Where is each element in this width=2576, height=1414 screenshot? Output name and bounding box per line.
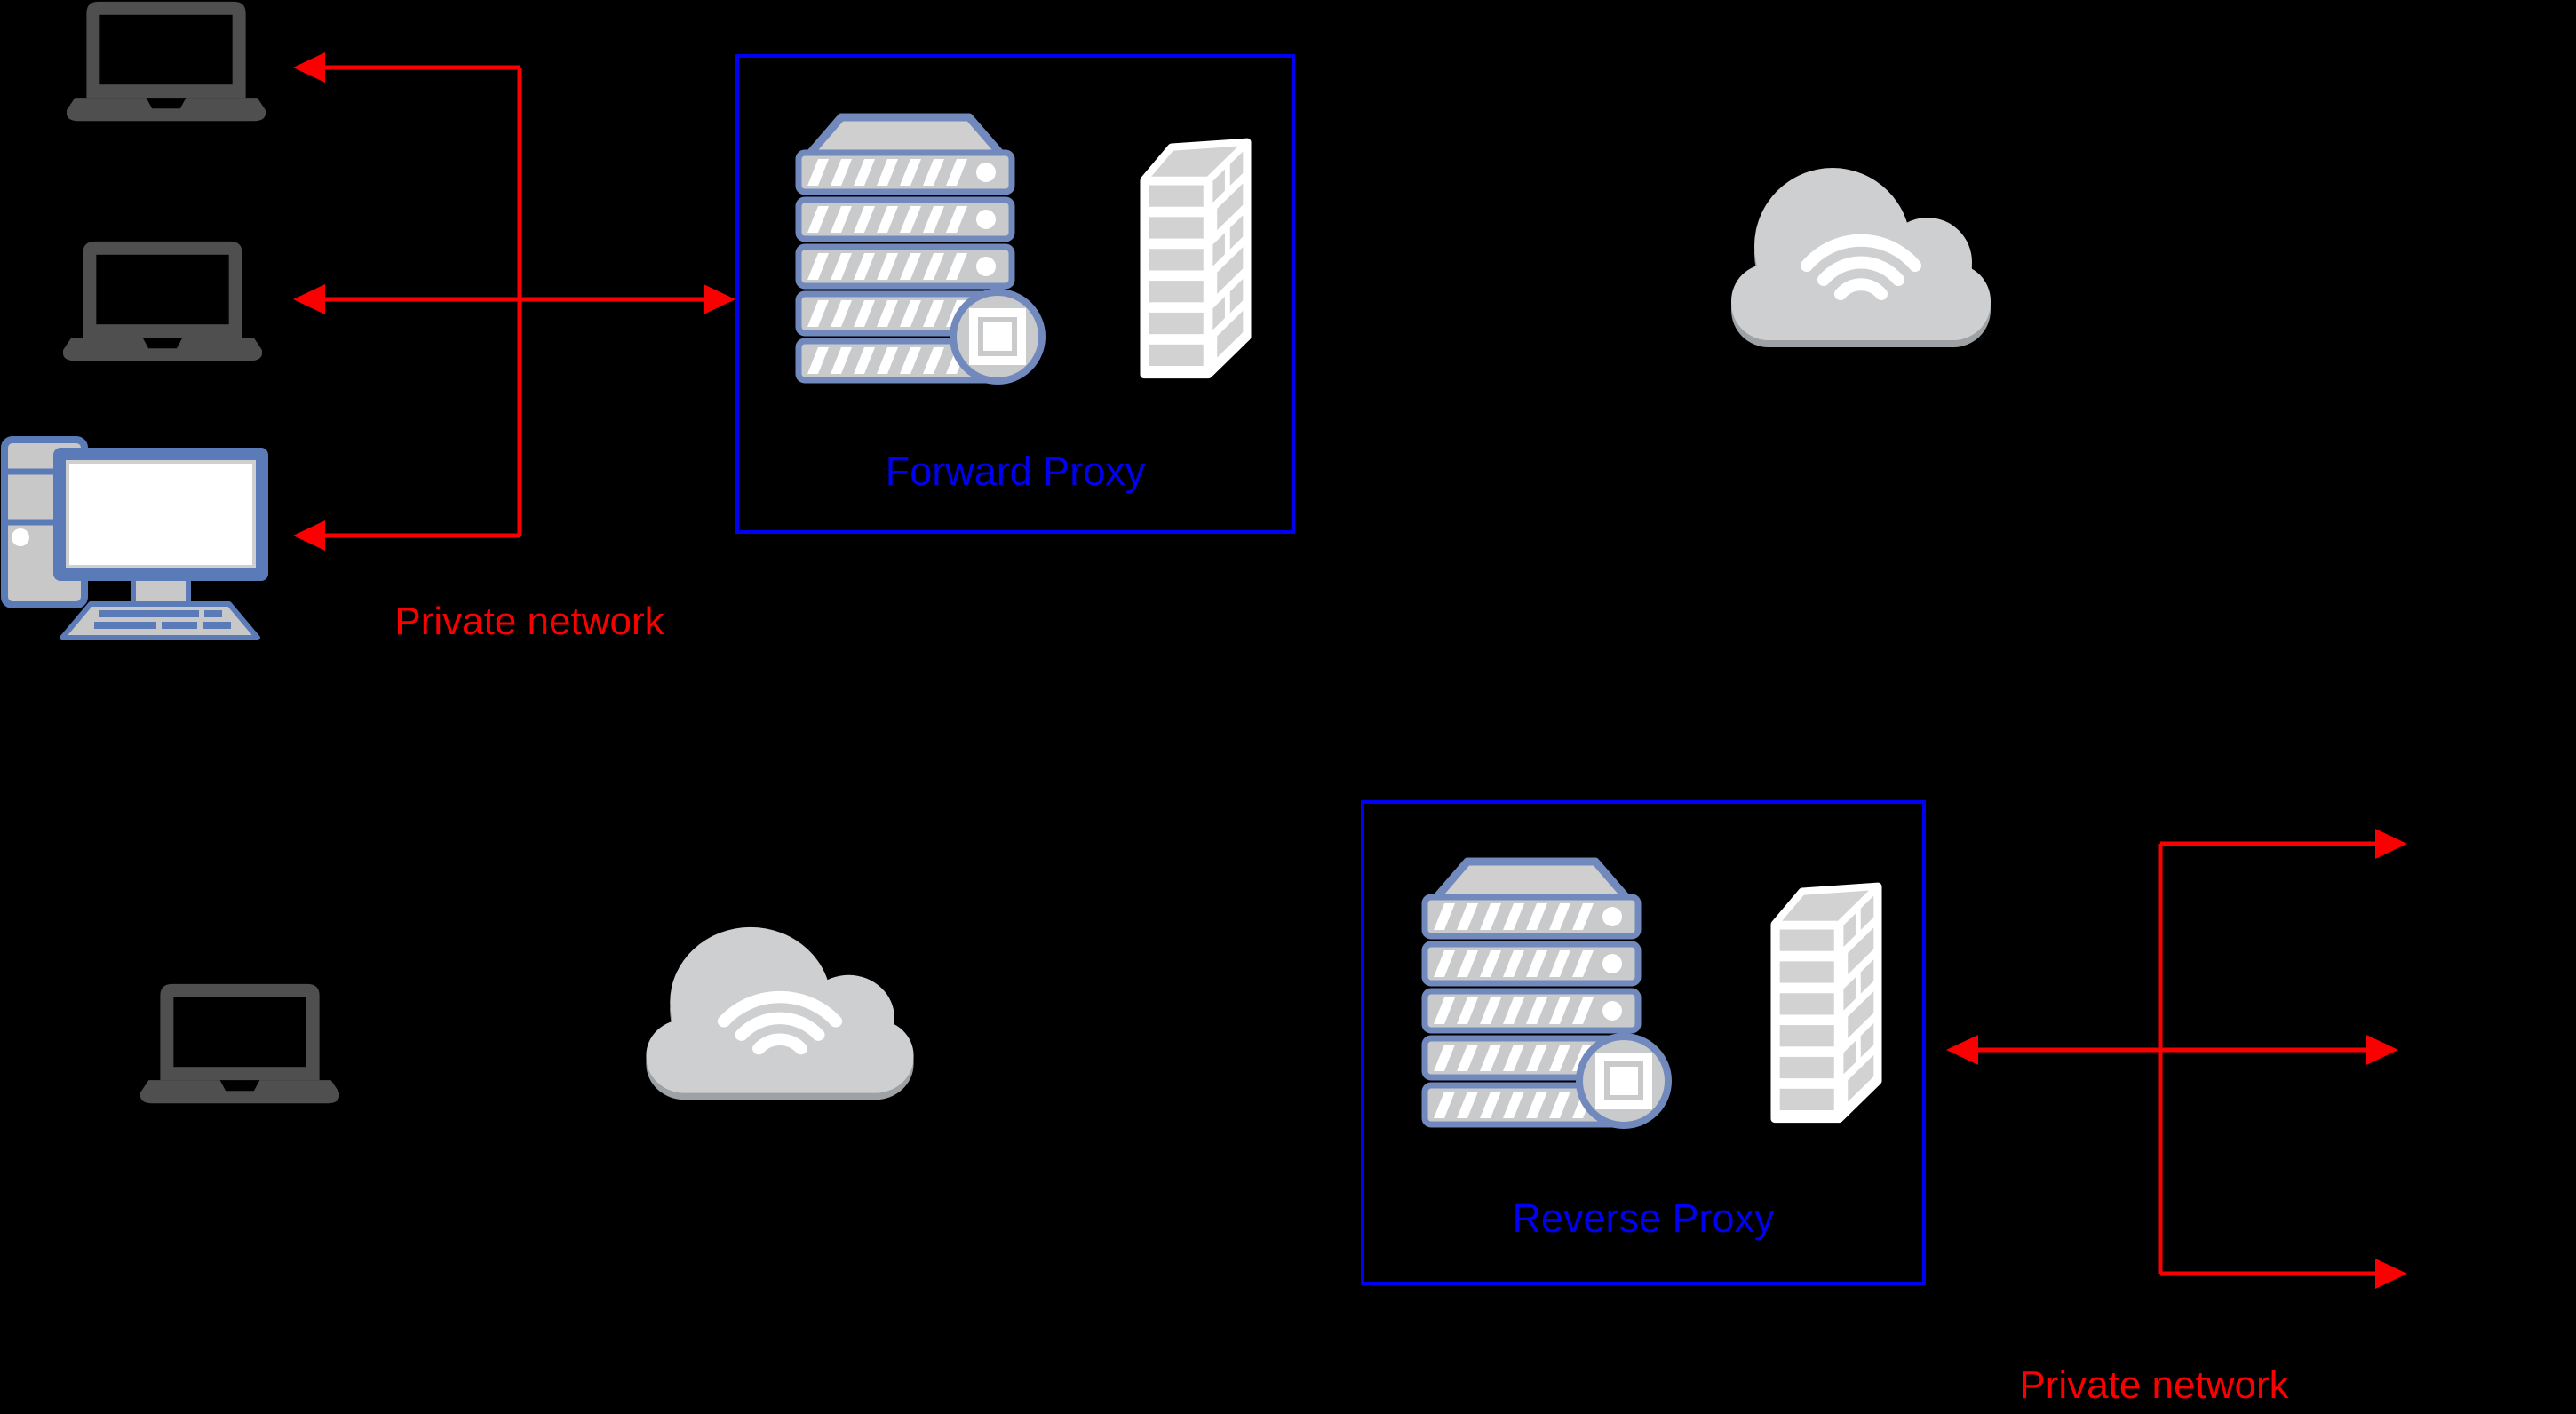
cloud-icon <box>1719 164 2003 355</box>
forward-proxy-box <box>735 54 1295 534</box>
firewall-icon <box>1140 130 1252 380</box>
forward-proxy-label: Forward Proxy <box>885 449 1146 494</box>
private-network-label-bottom: Private network <box>2019 1363 2289 1407</box>
reverse-proxy-label: Reverse Proxy <box>1512 1196 1775 1241</box>
desktop-computer-icon <box>0 433 270 641</box>
reverse-proxy-box <box>1361 800 1926 1285</box>
laptop-icon <box>59 240 266 364</box>
firewall-icon <box>1770 874 1882 1124</box>
private-network-label-top: Private network <box>394 600 664 643</box>
laptop-icon <box>62 0 270 124</box>
proxy-server-icon <box>1421 854 1674 1132</box>
proxy-server-icon <box>795 110 1048 387</box>
cloud-icon <box>633 924 926 1108</box>
laptop-icon <box>138 982 342 1107</box>
